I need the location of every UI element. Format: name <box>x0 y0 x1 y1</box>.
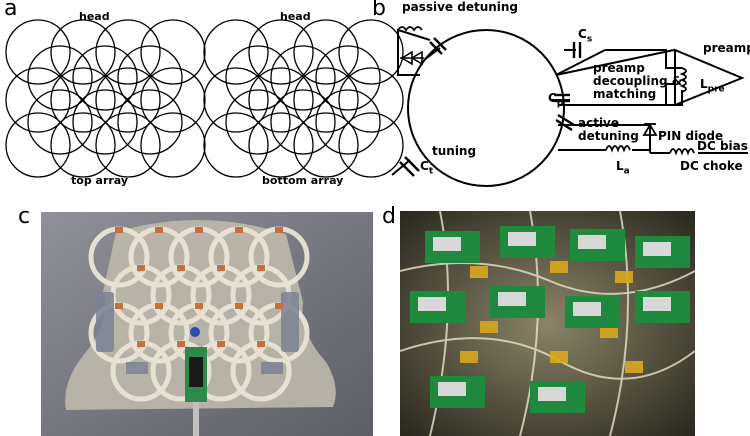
cs-label: Cs <box>578 27 593 45</box>
receive-loop <box>407 29 565 187</box>
coil-ring <box>203 112 269 178</box>
active-detuning-line1: active <box>578 116 620 130</box>
copper-pad <box>275 227 283 233</box>
copper-pad <box>115 303 123 309</box>
copper-pad <box>155 227 163 233</box>
coil-ring <box>248 19 314 85</box>
kapton-tape <box>460 351 478 363</box>
pcb-component <box>508 232 536 246</box>
kapton-tape <box>615 271 633 283</box>
coil-ring <box>117 45 183 111</box>
coil-ring <box>50 67 116 133</box>
coil-ring <box>203 67 269 133</box>
copper-pad <box>115 227 123 233</box>
coil-ring <box>27 45 93 111</box>
coil-ring <box>72 89 138 155</box>
coil-ring <box>50 112 116 178</box>
passive-detuning-label: passive detuning <box>402 0 519 14</box>
coil-ring <box>338 67 404 133</box>
decoupling-line1: preamp <box>593 61 645 75</box>
copper-pad <box>177 341 185 347</box>
coil-ring <box>338 19 404 85</box>
dc-bias-label: DC bias <box>697 139 748 153</box>
pcb-component <box>438 382 466 396</box>
panel-label-a: a <box>4 0 18 21</box>
preamp-label: preamp <box>703 41 750 55</box>
pcb-component <box>538 387 566 401</box>
copper-pad <box>275 303 283 309</box>
coil-ring <box>95 19 161 85</box>
ct-label: Ct <box>420 159 434 177</box>
decoupling-line2: decoupling & <box>593 74 683 88</box>
active-detuning-line2: detuning <box>578 129 639 143</box>
right-array-head-label: head <box>280 10 311 23</box>
coil-ring <box>225 89 291 155</box>
coil-ring <box>140 19 206 85</box>
pcb-component <box>418 297 446 311</box>
coil-ring <box>270 89 336 155</box>
coil-ring <box>293 112 359 178</box>
coil-ring <box>315 89 381 155</box>
copper-pad <box>217 265 225 271</box>
coil-ring <box>117 89 183 155</box>
coil-ring <box>225 45 291 111</box>
la-label: La <box>616 159 630 177</box>
copper-pad <box>195 227 203 233</box>
kapton-tape <box>550 261 568 273</box>
coil-ring <box>72 45 138 111</box>
kapton-tape <box>625 361 643 373</box>
kapton-tape <box>470 266 488 278</box>
pcb-component <box>433 237 461 251</box>
coil-ring <box>27 89 93 155</box>
copper-pad <box>177 265 185 271</box>
coil-ring <box>270 45 336 111</box>
coil-ring <box>293 67 359 133</box>
electronics-photo <box>400 211 695 436</box>
kapton-tape <box>480 321 498 333</box>
coil-ring <box>5 67 71 133</box>
kapton-tape <box>550 351 568 363</box>
coil-ring <box>248 112 314 178</box>
coil-ring <box>248 67 314 133</box>
coil-ring <box>95 112 161 178</box>
decoupling-line3: matching <box>593 87 657 101</box>
kapton-tape <box>600 326 618 338</box>
dc-choke-label: DC choke <box>680 159 743 173</box>
coil-ring <box>5 112 71 178</box>
pcb-component <box>643 297 671 311</box>
copper-pad <box>235 227 243 233</box>
pcb-component <box>573 302 601 316</box>
coil-ring <box>203 19 269 85</box>
coil-ring <box>140 112 206 178</box>
panel-label-c: c <box>18 204 31 229</box>
coil-ring <box>338 112 404 178</box>
copper-pad <box>137 265 145 271</box>
panel-label-b: b <box>372 0 386 21</box>
copper-pad <box>137 341 145 347</box>
copper-pad <box>155 303 163 309</box>
coil-ring <box>50 19 116 85</box>
tuning-label: tuning <box>432 144 477 158</box>
coil-circuit-diagram <box>391 26 748 187</box>
copper-pad <box>235 303 243 309</box>
preamp-triangle <box>674 48 745 107</box>
coil-ring <box>95 67 161 133</box>
copper-pad <box>257 341 265 347</box>
lpre-label: Lpre <box>700 77 725 95</box>
pcb-component <box>578 235 606 249</box>
copper-pad <box>195 303 203 309</box>
pcb-component <box>498 292 526 306</box>
copper-pad <box>217 341 225 347</box>
coil-ring <box>140 67 206 133</box>
coil-array-photo <box>41 212 373 436</box>
copper-pad <box>257 265 265 271</box>
coil-ring <box>315 45 381 111</box>
coil-ring <box>5 19 71 85</box>
panel-label-d: d <box>382 204 396 229</box>
coil-ring <box>293 19 359 85</box>
cp-label: Cp <box>548 91 564 109</box>
pcb-component <box>643 242 671 256</box>
pin-diode-label: PIN diode <box>658 129 724 143</box>
left-coil-array <box>5 19 404 178</box>
